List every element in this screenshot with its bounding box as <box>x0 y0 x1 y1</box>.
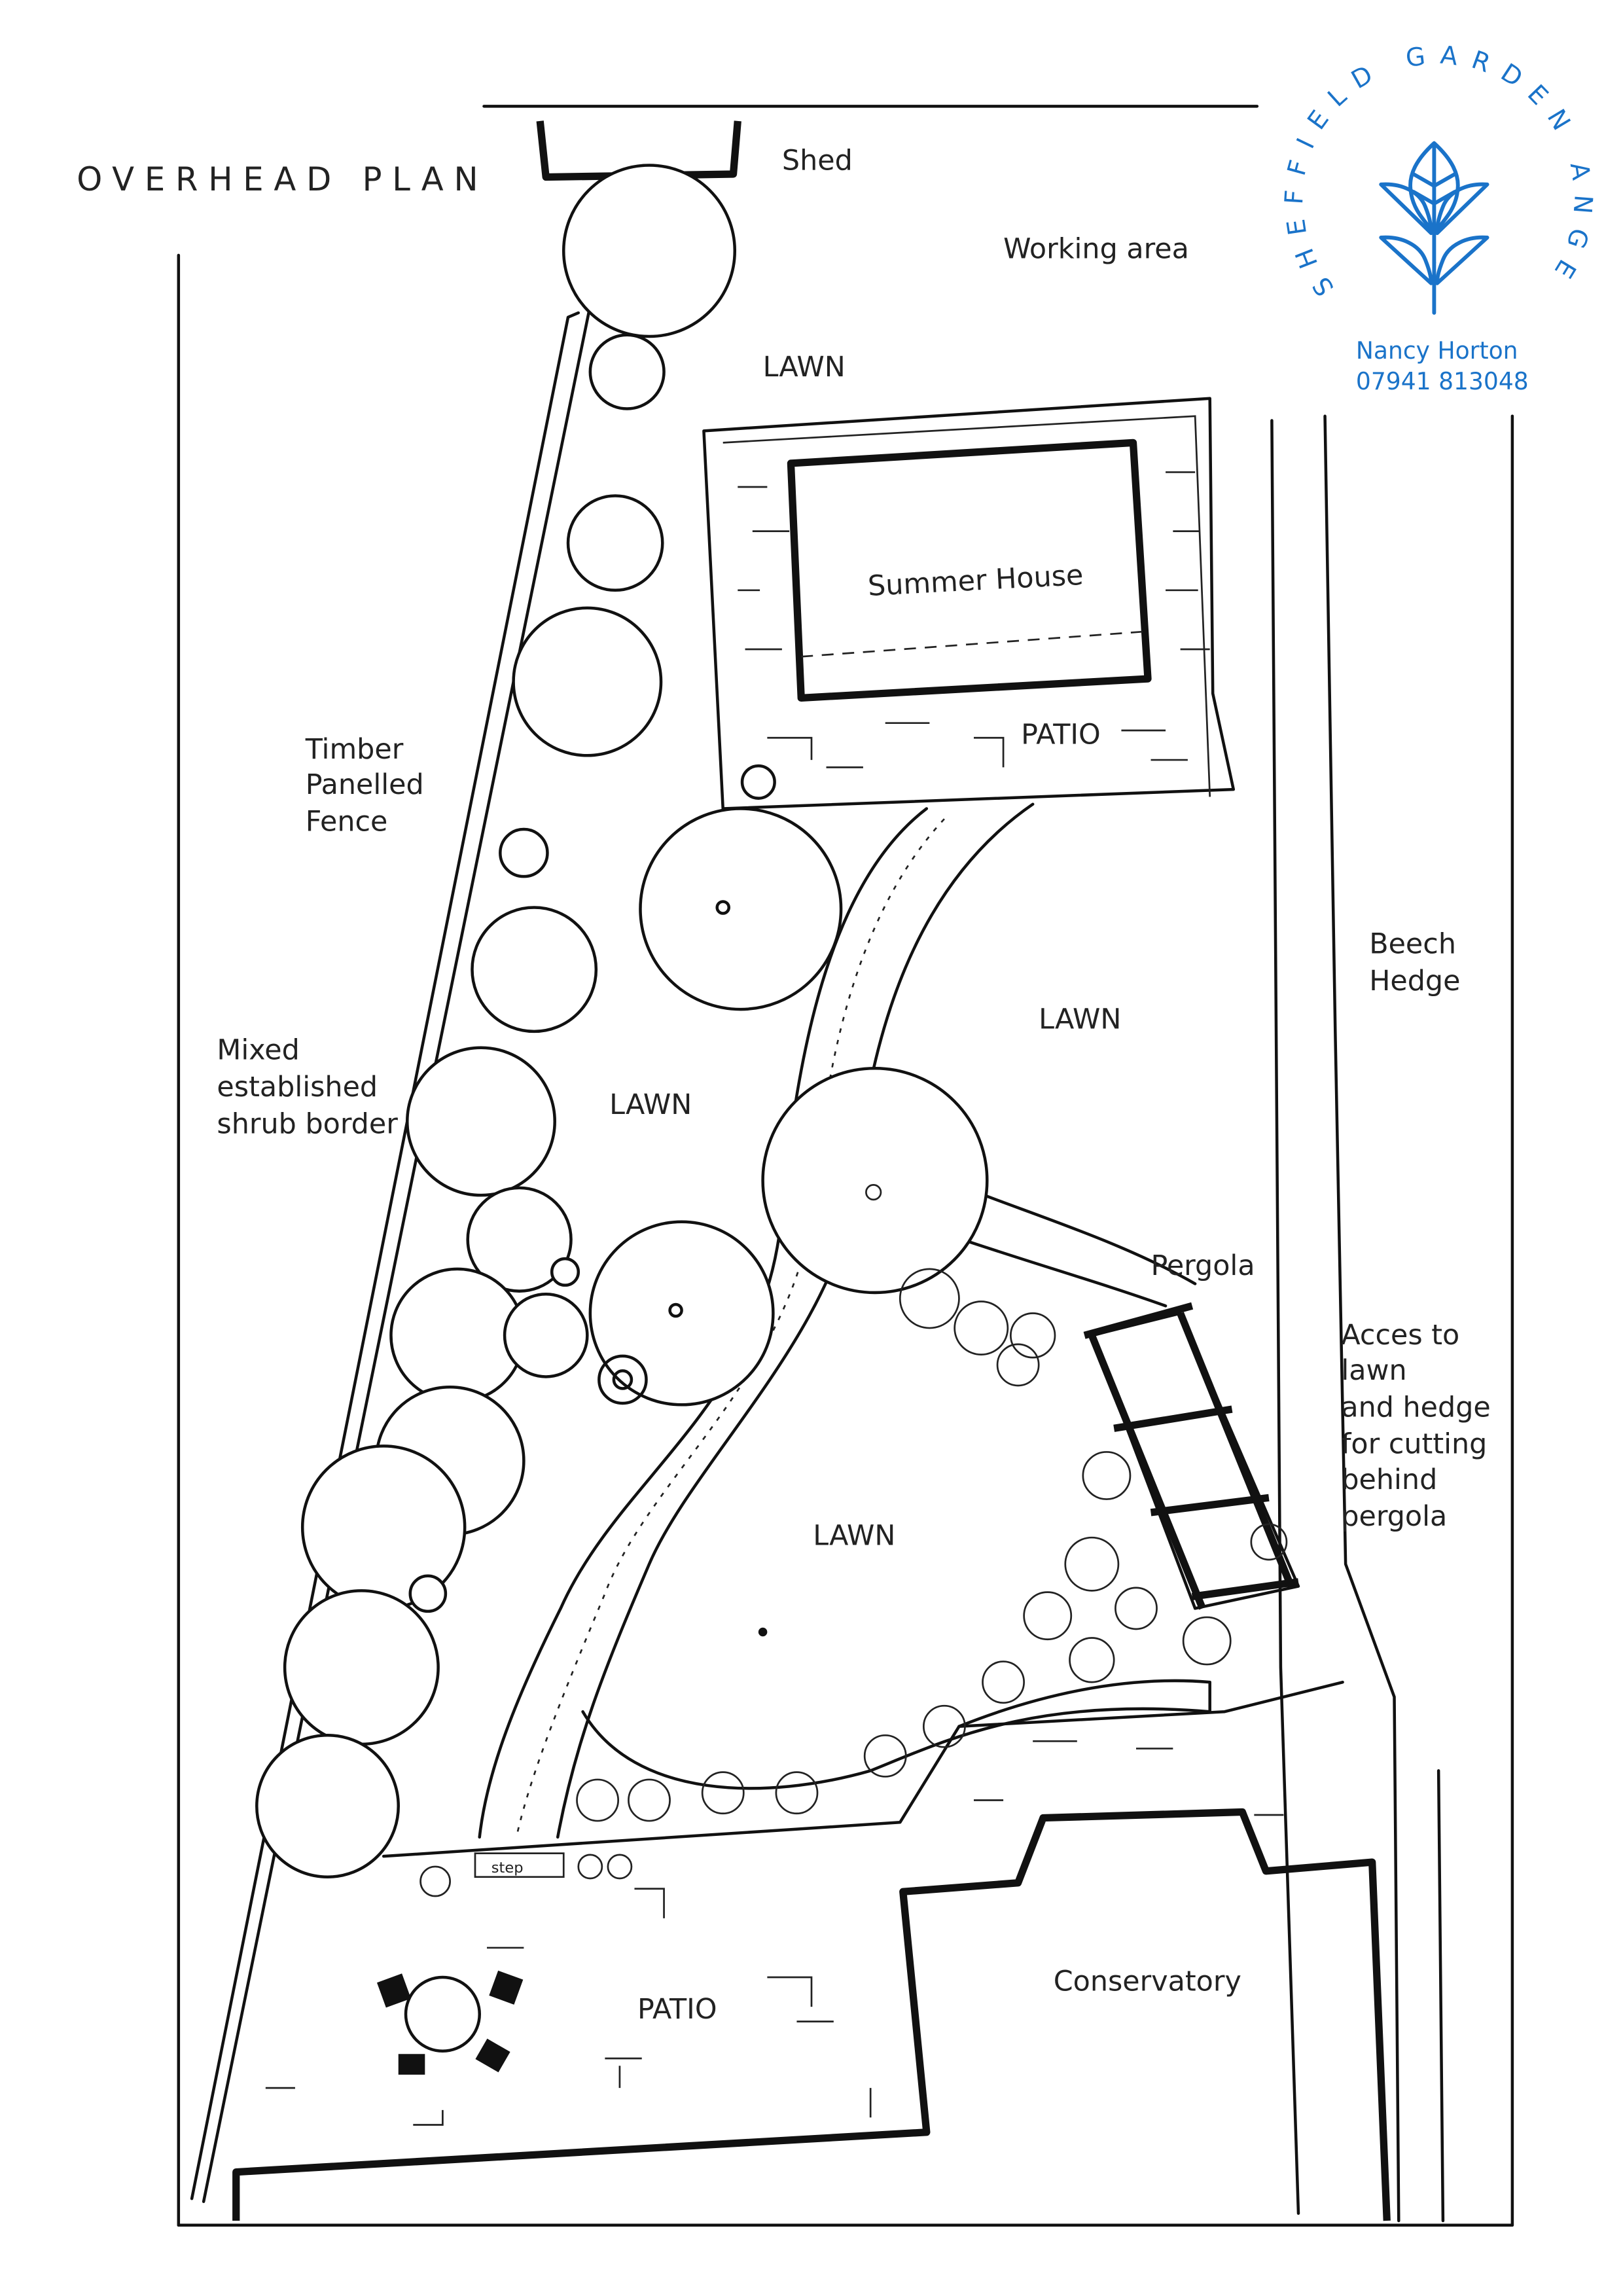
label-access-4: for cutting <box>1341 1428 1487 1461</box>
label-conservatory: Conservatory <box>1054 1965 1241 1998</box>
label-fence-2: Panelled <box>306 768 424 801</box>
label-lawn-right: LAWN <box>1039 1003 1121 1035</box>
label-beech-2: Hedge <box>1369 965 1460 997</box>
label-summer-house: Summer House <box>867 559 1084 603</box>
label-access-5: behind <box>1341 1463 1437 1496</box>
label-lawn-main: LAWN <box>813 1519 895 1552</box>
leaf-icon <box>1379 141 1489 315</box>
planting-bed-edge <box>581 1679 1211 1790</box>
garden-boundary <box>177 105 1514 2227</box>
patio-edge <box>382 1680 1344 1858</box>
bed-planting <box>419 1268 1288 1897</box>
plan-title: OVERHEAD PLAN <box>77 160 488 198</box>
beech-hedge <box>1270 414 1445 2223</box>
label-access-6: pergola <box>1341 1500 1447 1533</box>
label-lawn-top: LAWN <box>763 351 846 384</box>
label-access-1: Acces to <box>1341 1319 1459 1352</box>
feature-trees <box>588 764 989 1637</box>
label-shrub-3: shrub border <box>217 1107 398 1140</box>
label-shed: Shed <box>782 144 853 177</box>
label-fence-3: Fence <box>306 805 388 838</box>
paving-marks <box>265 1740 1284 2126</box>
step-label: step <box>491 1859 524 1876</box>
label-working-area: Working area <box>1003 233 1189 266</box>
label-shrub-1: Mixed <box>217 1034 299 1067</box>
patio-table-set <box>376 1970 524 2075</box>
step <box>474 1852 565 1878</box>
label-lawn-left: LAWN <box>609 1088 692 1121</box>
summer-house-patio <box>702 397 1236 810</box>
label-access-3: and hedge <box>1341 1391 1490 1424</box>
label-patio-top: PATIO <box>1021 718 1101 751</box>
label-fence-1: Timber <box>305 733 404 766</box>
pergola <box>1083 1302 1300 1610</box>
logo-phone: 07941 813048 <box>1356 368 1529 395</box>
shrub-border <box>255 164 737 1878</box>
summer-house <box>787 439 1152 702</box>
label-beech-1: Beech <box>1369 927 1456 960</box>
label-shrub-2: established <box>217 1071 378 1103</box>
label-access-2: lawn <box>1341 1354 1406 1387</box>
label-patio-bottom: PATIO <box>637 1993 717 2026</box>
logo-name: Nancy Horton <box>1356 337 1518 365</box>
label-pergola: Pergola <box>1151 1249 1255 1282</box>
conservatory <box>232 1808 1391 2221</box>
